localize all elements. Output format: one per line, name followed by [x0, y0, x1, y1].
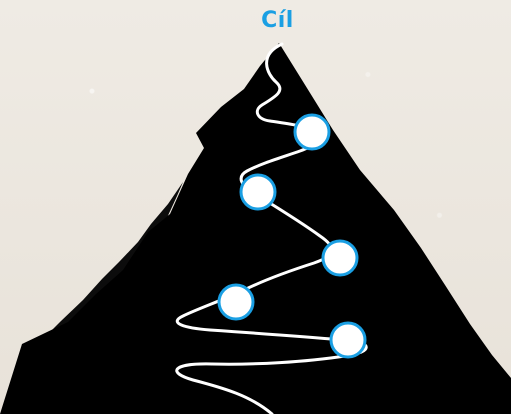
checkpoint-3 — [323, 241, 357, 275]
checkpoint-4 — [219, 285, 253, 319]
checkpoint-1 — [295, 115, 329, 149]
checkpoint-5 — [331, 323, 365, 357]
mountain-silhouette — [0, 43, 511, 414]
checkpoint-2 — [241, 175, 275, 209]
